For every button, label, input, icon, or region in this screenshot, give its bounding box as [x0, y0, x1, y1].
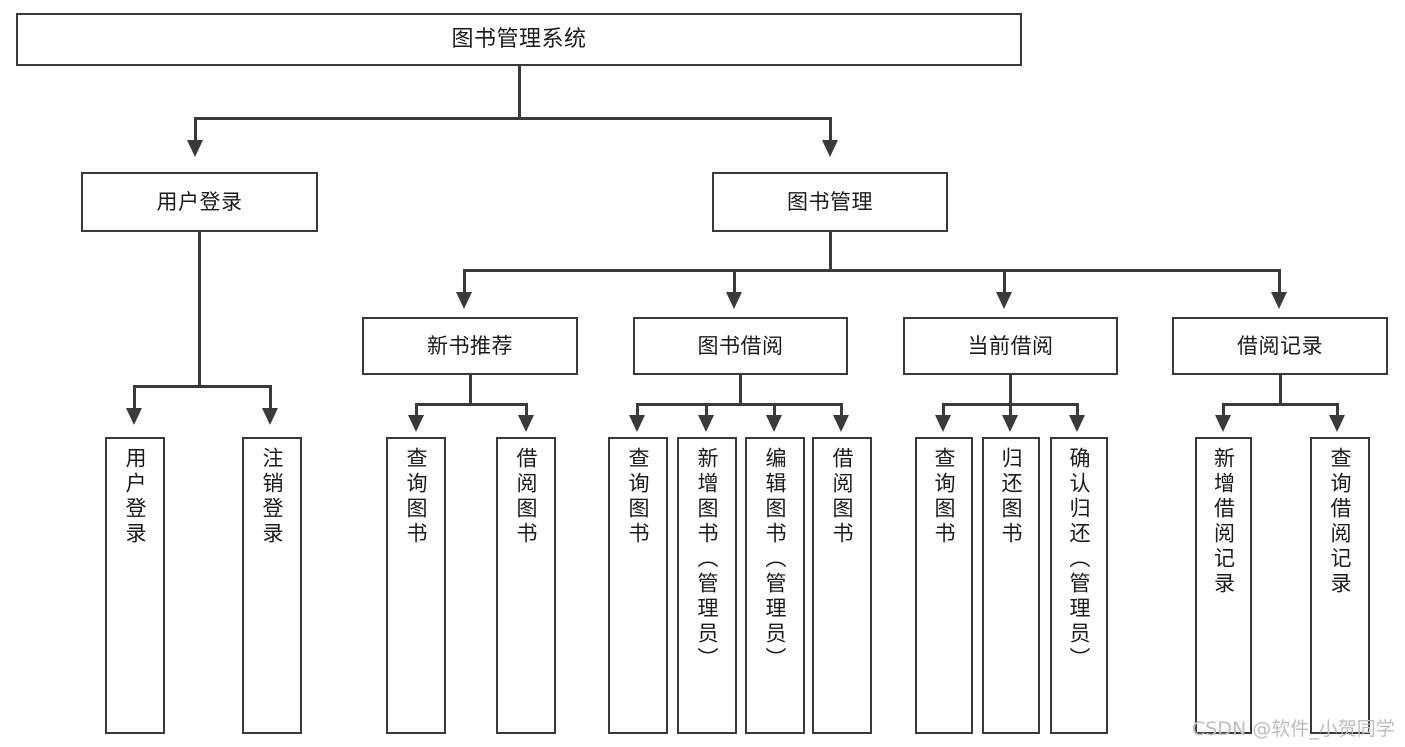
leaf-node-add-borrow-record[interactable]: 新增借阅记录 [1195, 437, 1252, 734]
leaf-node-confirm-return-admin[interactable]: 确认归还（管理员） [1050, 437, 1108, 734]
node-new-book-recommend[interactable]: 新书推荐 [362, 317, 578, 375]
node-label: 查询图书 [932, 447, 957, 547]
arrowhead-br-leaf2 [1329, 415, 1345, 432]
arrowhead-cb-leaf2 [1002, 415, 1018, 432]
connector-bm-to-current-borrow [1003, 269, 1006, 295]
arrowhead-bb-leaf2 [698, 415, 714, 432]
connector-br-leaf1 [1222, 403, 1225, 418]
connector-bm-to-borrow-record [1278, 269, 1281, 295]
node-current-borrow[interactable]: 当前借阅 [903, 317, 1118, 375]
arrowhead-current-borrow [996, 292, 1012, 309]
connector-bb-leaf2 [705, 403, 708, 418]
leaf-node-user-login[interactable]: 用户登录 [105, 437, 165, 734]
node-label: 图书管理系统 [451, 26, 587, 52]
node-label: 注销登录 [260, 447, 285, 547]
arrowhead-nb-leaf2 [518, 415, 534, 432]
connector-user-login-leaf1 [133, 385, 136, 411]
connector-bb-leaf4 [840, 403, 843, 418]
node-label: 借阅记录 [1237, 333, 1323, 358]
connector-borrow-record-stem [1279, 375, 1282, 405]
node-book-management[interactable]: 图书管理 [712, 172, 948, 232]
connector-bb-leaf3 [773, 403, 776, 418]
connector-bm-to-new-book [463, 269, 466, 295]
connector-user-login-bus [133, 385, 271, 388]
connector-book-borrow-stem [739, 375, 742, 405]
arrowhead-bb-leaf1 [629, 415, 645, 432]
arrowhead-nb-leaf1 [408, 415, 424, 432]
connector-cb-leaf1 [942, 403, 945, 418]
node-label: 查询图书 [626, 447, 651, 547]
arrowhead-book-borrow [726, 292, 742, 309]
node-label: 确认归还（管理员） [1067, 447, 1092, 672]
connector-nb-leaf1 [415, 403, 418, 418]
connector-br-leaf2 [1336, 403, 1339, 418]
leaf-node-add-book-admin[interactable]: 新增图书（管理员） [677, 437, 737, 734]
connector-book-management-bus [463, 269, 1281, 272]
arrowhead-borrow-record [1271, 292, 1287, 309]
node-user-login[interactable]: 用户登录 [81, 172, 318, 232]
arrowhead-new-book-recommend [456, 292, 472, 309]
connector-user-login-stem [198, 232, 201, 387]
node-book-borrow[interactable]: 图书借阅 [633, 317, 848, 375]
node-label: 用户登录 [156, 189, 243, 214]
node-book-management-system[interactable]: 图书管理系统 [16, 13, 1022, 66]
connector-borrow-record-bus [1222, 403, 1339, 406]
leaf-node-borrow-book-recommend[interactable]: 借阅图书 [496, 437, 556, 734]
connector-nb-leaf2 [525, 403, 528, 418]
node-label: 用户登录 [123, 447, 148, 547]
node-label: 新书推荐 [427, 333, 513, 358]
connector-user-login-leaf2 [269, 385, 272, 411]
connector-root-to-user-login [194, 117, 197, 143]
arrowhead-bb-leaf3 [766, 415, 782, 432]
connector-cb-leaf3 [1076, 403, 1079, 418]
arrowhead-user-login [187, 140, 203, 157]
node-label: 借阅图书 [514, 447, 539, 547]
arrowhead-cb-leaf1 [935, 415, 951, 432]
arrowhead-br-leaf1 [1215, 415, 1231, 432]
connector-root-bus [194, 117, 832, 120]
node-label: 归还图书 [999, 447, 1024, 547]
leaf-node-query-borrow-record[interactable]: 查询借阅记录 [1310, 437, 1370, 734]
node-label: 当前借阅 [967, 333, 1054, 358]
connector-root-to-book-management [829, 117, 832, 143]
connector-root-stem [518, 66, 521, 119]
leaf-node-query-book-current[interactable]: 查询图书 [915, 437, 973, 734]
leaf-node-logout[interactable]: 注销登录 [242, 437, 302, 734]
arrowhead-book-management [822, 140, 838, 157]
connector-book-management-stem [829, 232, 832, 271]
connector-book-borrow-bus [636, 403, 842, 406]
node-borrow-record[interactable]: 借阅记录 [1172, 317, 1388, 375]
node-label: 借阅图书 [830, 447, 855, 547]
connector-current-borrow-stem [1009, 375, 1012, 405]
connector-bm-to-book-borrow [733, 269, 736, 295]
arrowhead-leaf-logout [262, 408, 278, 425]
node-label: 新增借阅记录 [1211, 447, 1236, 597]
connector-new-book-stem [469, 375, 472, 405]
connector-bb-leaf1 [636, 403, 639, 418]
node-label: 图书管理 [787, 189, 873, 214]
node-label: 新增图书（管理员） [695, 447, 720, 672]
connector-new-book-bus [415, 403, 528, 406]
leaf-node-query-book-borrow[interactable]: 查询图书 [608, 437, 668, 734]
node-label: 查询图书 [404, 447, 429, 547]
node-label: 编辑图书（管理员） [763, 447, 788, 672]
node-label: 图书借阅 [697, 333, 784, 358]
leaf-node-query-book-recommend[interactable]: 查询图书 [386, 437, 446, 734]
leaf-node-return-book[interactable]: 归还图书 [982, 437, 1040, 734]
arrowhead-cb-leaf3 [1069, 415, 1085, 432]
leaf-node-borrow-book[interactable]: 借阅图书 [812, 437, 872, 734]
leaf-node-edit-book-admin[interactable]: 编辑图书（管理员） [745, 437, 805, 734]
arrowhead-leaf-user-login [126, 408, 142, 425]
node-label: 查询借阅记录 [1328, 447, 1353, 597]
arrowhead-bb-leaf4 [833, 415, 849, 432]
connector-cb-leaf2 [1009, 403, 1012, 418]
